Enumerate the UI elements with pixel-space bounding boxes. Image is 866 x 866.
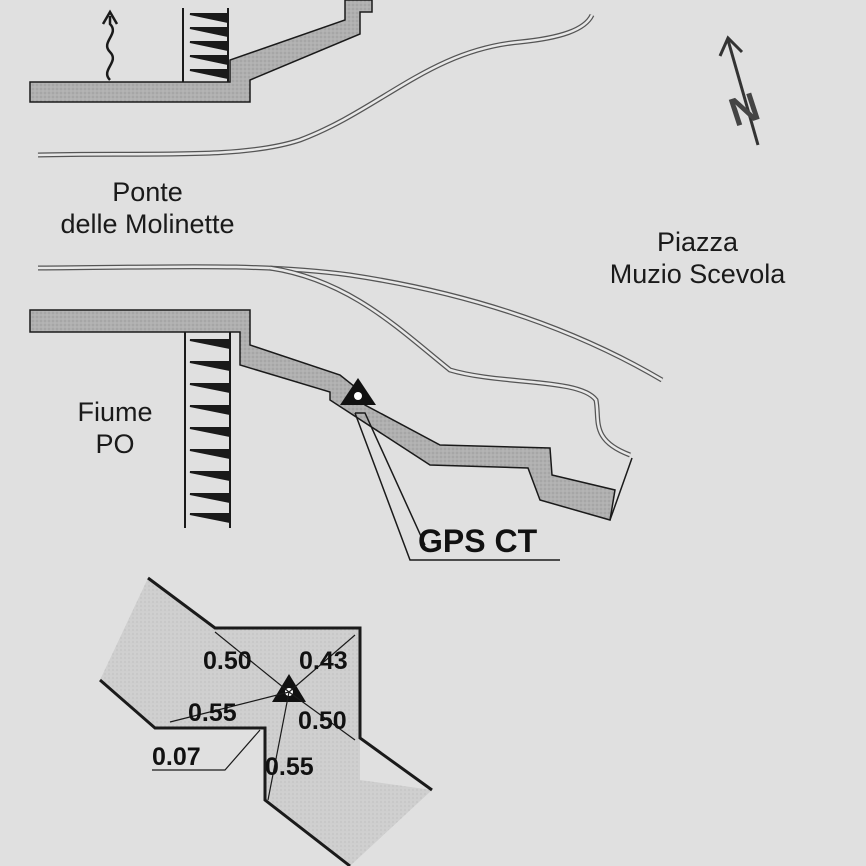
river-label: Fiume PO <box>60 396 170 461</box>
gps-leader-lines <box>354 412 560 561</box>
river-label-line2: PO <box>95 429 135 460</box>
bridge-label-line2: delle Molinette <box>60 209 235 240</box>
river-label-line1: Fiume <box>77 397 153 427</box>
inset-measure-rays <box>152 631 356 801</box>
lower-embankment-wall <box>29 309 616 521</box>
measurement-label: 0.50 <box>298 707 347 735</box>
lower-retaining-comb <box>184 332 231 528</box>
inset-wall-section <box>100 578 432 866</box>
measurement-label: 0.50 <box>203 647 252 675</box>
square-label: Piazza Muzio Scevola <box>585 226 810 291</box>
bridge-label: Ponte delle Molinette <box>40 176 255 241</box>
measurement-label: 0.55 <box>265 753 314 781</box>
lower-wall-tail <box>609 457 633 521</box>
upper-retaining-comb <box>182 8 229 82</box>
bridge-label-line1: Ponte <box>112 177 183 207</box>
square-label-line1: Piazza <box>656 227 739 257</box>
square-label-line2: Muzio Scevola <box>609 259 786 290</box>
inset-wall-outline <box>99 576 433 866</box>
measurement-label: 0.55 <box>188 699 237 727</box>
water-flow-arrow-icon <box>101 9 119 81</box>
upper-embankment-wall <box>29 0 373 103</box>
measurement-label: 0.43 <box>299 647 348 675</box>
measurement-label: 0.07 <box>152 743 201 771</box>
gps-station-marker-icon <box>340 378 376 405</box>
gps-station-label: GPS CT <box>418 523 538 559</box>
north-arrow-icon <box>718 35 760 146</box>
